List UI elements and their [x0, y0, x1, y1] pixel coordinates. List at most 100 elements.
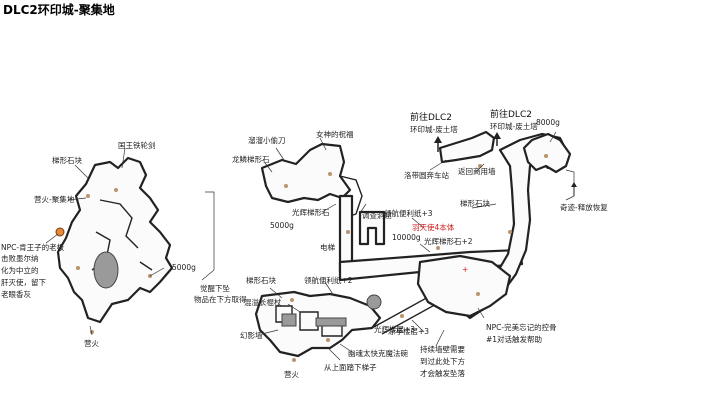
map-label: 10000g [392, 233, 421, 242]
map-label: 电梯 [320, 242, 335, 252]
map-label: 梯形石块 [460, 198, 490, 208]
leader-line [419, 243, 431, 253]
map-label: 觉醒下坠 [200, 283, 230, 293]
map-label: 女神的祝福 [316, 129, 354, 139]
leader-line [319, 137, 327, 151]
right-lower-chamber [416, 254, 512, 318]
arrow-up-icon [571, 182, 577, 196]
item-dot-icon [346, 230, 350, 234]
leader-line [67, 197, 87, 201]
leader-line [321, 203, 337, 213]
leader-line [121, 147, 126, 169]
item-dot-icon [436, 246, 440, 250]
map-label: 物品在下方取得 [194, 294, 247, 304]
map-label: 化为中立的 [1, 265, 39, 275]
map-label: 肝灭使，留下 [1, 277, 46, 287]
leader-line [275, 147, 285, 161]
leader-line [269, 287, 283, 299]
connector-bracket [201, 191, 215, 281]
map-label: 混溢长棍杖 [244, 297, 282, 307]
map-label: 梯形石块 [246, 275, 276, 285]
map-label: 营火 [84, 338, 99, 348]
map-label: 前往DLC2 [410, 111, 452, 123]
map-label: 老眼香灰 [1, 289, 31, 299]
map-label: 溜溜小偷刀 [248, 135, 286, 145]
item-dot-icon [284, 184, 288, 188]
item-dot-icon [290, 298, 294, 302]
map-label: 调查洞窟 [362, 210, 392, 220]
left-map-area: 国王铁轮剑 梯形石块 营火-聚集地 NPC-肯王子的老板 击败墨尔纳 化为中立的… [1, 140, 196, 348]
item-dot-icon [114, 188, 118, 192]
map-label: 羽天使4本体 [412, 222, 455, 232]
map-label: 梯形石块 [52, 155, 82, 165]
map-label: #1对话触发帮助 [486, 334, 542, 344]
item-dot-icon [328, 172, 332, 176]
right-station-block [438, 130, 496, 164]
map-label: 才会触发坠落 [420, 368, 465, 378]
leader-line [549, 131, 557, 143]
leader-line [475, 163, 485, 173]
map-label: 击败墨尔纳 [1, 253, 39, 263]
middle-grey-zone [281, 313, 297, 327]
item-dot-icon [508, 230, 512, 234]
map-label: 领航便利纸+2 [304, 275, 353, 285]
middle-grey-circle [366, 294, 382, 310]
map-label: 营火 [284, 369, 299, 379]
map-label: 从上面踏下梯子 [324, 362, 377, 372]
leader-line [89, 325, 93, 336]
arrow-up-icon [434, 136, 442, 152]
map-label: 持续墙壁需要 [420, 344, 465, 354]
leader-line [324, 281, 335, 297]
map-label: 5000g [270, 221, 294, 230]
leader-line [411, 319, 425, 333]
leader-line [287, 303, 301, 313]
middle-right-column [358, 210, 386, 246]
leader-line [359, 203, 367, 214]
map-label: 8000g [536, 118, 560, 127]
leader-line [339, 343, 353, 353]
map-label: 前往DLC2 [490, 108, 532, 120]
item-dot-icon [76, 266, 80, 270]
map-label: 幽魂太快克魔法碗 [348, 348, 408, 358]
map-label: 国王铁轮剑 [118, 140, 156, 150]
map-label: 龙鳞梯形石 [232, 154, 270, 164]
leader-line [435, 329, 445, 347]
left-map-wall [56, 156, 174, 324]
map-label: 环印城-废土塔 [490, 121, 538, 131]
map-label: 光辉梯形石 [292, 207, 330, 217]
item-dot-icon [400, 314, 404, 318]
leader-line [264, 162, 273, 173]
leader-line [477, 307, 485, 319]
leader-line [149, 267, 165, 277]
map-label: 营火-聚集地 [34, 194, 75, 204]
map-label: NPC-肯王子的老板 [1, 242, 65, 252]
item-dot-icon [86, 194, 90, 198]
map-label: 凉亭楼层+3 [388, 326, 429, 336]
arrow-up-icon [493, 132, 501, 146]
map-label: 环印城-废土塔 [410, 124, 458, 134]
leader-line [327, 347, 341, 361]
leader-line [261, 329, 279, 335]
leader-line [471, 203, 497, 209]
middle-upper-chamber [260, 142, 352, 204]
map-label: 光辉楼层+3 [374, 324, 415, 334]
map-label: NPC-完美忘记的控骨 [486, 322, 557, 332]
right-tower [522, 132, 572, 174]
map-label: 到过此处下方 [420, 356, 465, 366]
map-title: DLC2环印城-聚集地 [3, 3, 115, 17]
map-label: 光辉梯形石+2 [424, 236, 473, 246]
map-label: 返回商用墙 [458, 166, 496, 176]
middle-grey-zone [315, 317, 347, 327]
map-label: 洛带圆奔车站 [404, 170, 449, 180]
map-label: 奇迹-释放恢复 [560, 202, 608, 212]
leader-line [74, 164, 89, 179]
middle-map-area: 溜溜小偷刀 女神的祝福 龙鳞梯形石 光辉梯形石 5000g 电梯 调查洞窟 梯形… [232, 129, 524, 379]
boss-marker-icon: + [462, 265, 468, 274]
map-label: 领航便利纸+3 [384, 208, 433, 218]
leader-line [45, 233, 59, 244]
right-map-area: + 前往DLC2 环印城-废土塔 前往DLC2 环印城-废土塔 8000g 洛带… [384, 108, 608, 378]
map-label: 5000g [172, 263, 196, 272]
item-dot-icon [544, 154, 548, 158]
item-dot-icon [292, 358, 296, 362]
